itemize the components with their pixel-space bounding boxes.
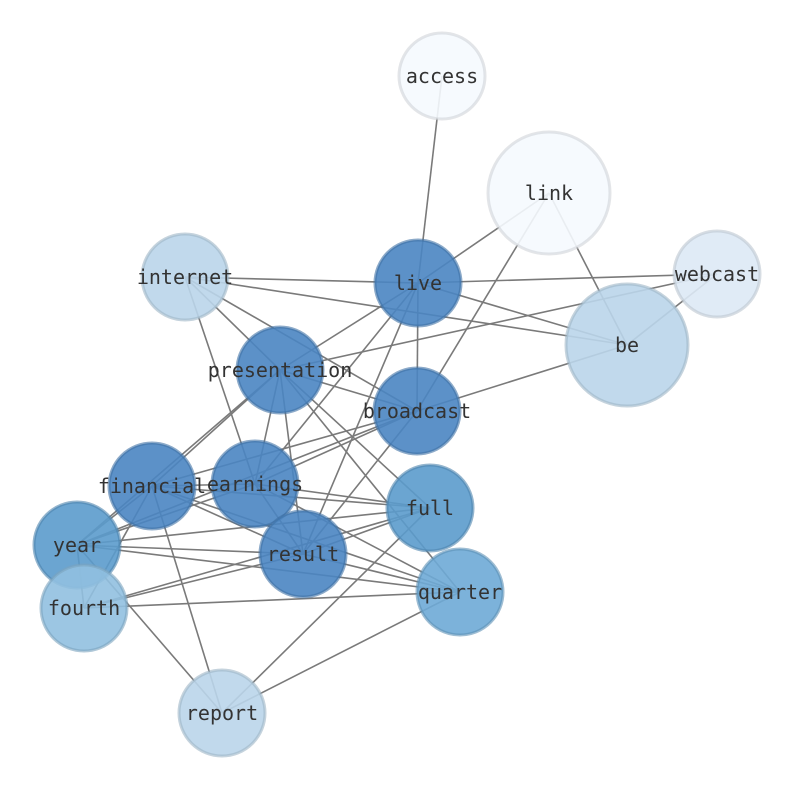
node-label-internet: internet [137, 265, 233, 289]
node-layer: access link webcast internet live be presentat… [32, 31, 762, 758]
node-label-live: live [394, 271, 442, 295]
node-earnings: earnings [207, 439, 303, 529]
edge-full-report [221, 507, 431, 714]
node-label-access: access [406, 64, 478, 88]
node-be: be [564, 282, 690, 408]
node-circle-fourth [39, 563, 129, 653]
node-label-earnings: earnings [207, 472, 303, 496]
node-label-result: result [267, 542, 339, 566]
edge-fourth-quarter [83, 591, 461, 609]
node-webcast: webcast [672, 229, 762, 319]
edge-full-fourth [83, 507, 431, 609]
node-circle-webcast [672, 229, 762, 319]
node-access: access [397, 31, 487, 121]
node-label-financial: financial [98, 474, 206, 498]
node-label-broadcast: broadcast [363, 399, 471, 423]
node-circle-presentation [235, 325, 325, 415]
node-circle-access [397, 31, 487, 121]
edge-presentation-quarter [279, 369, 461, 593]
node-link: link [486, 130, 612, 256]
node-circle-be [564, 282, 690, 408]
node-label-fourth: fourth [48, 596, 120, 620]
node-result: result [258, 509, 348, 599]
node-broadcast: broadcast [363, 366, 471, 456]
node-live: live [373, 238, 463, 328]
node-fourth: fourth [39, 563, 129, 653]
node-circle-earnings [210, 439, 300, 529]
node-report: report [177, 668, 267, 758]
node-label-year: year [53, 533, 101, 557]
node-label-report: report [186, 701, 258, 725]
node-financial: financial [98, 441, 206, 531]
edge-broadcast-financial [151, 410, 418, 487]
node-label-full: full [406, 496, 454, 520]
edge-live-result [302, 282, 419, 555]
node-quarter: quarter [415, 547, 505, 637]
node-circle-live [373, 238, 463, 328]
node-circle-broadcast [372, 366, 462, 456]
node-circle-report [177, 668, 267, 758]
node-circle-result [258, 509, 348, 599]
node-circle-link [486, 130, 612, 256]
node-circle-financial [107, 441, 197, 531]
edge-webcast-live [417, 273, 718, 284]
node-full: full [385, 463, 475, 553]
node-label-quarter: quarter [418, 580, 502, 604]
node-internet: internet [137, 232, 233, 322]
node-label-presentation: presentation [208, 358, 353, 382]
node-label-webcast: webcast [675, 262, 759, 286]
node-circle-full [385, 463, 475, 553]
node-circle-quarter [415, 547, 505, 637]
node-label-be: be [615, 333, 639, 357]
node-presentation: presentation [208, 325, 353, 415]
node-label-link: link [525, 181, 573, 205]
node-circle-internet [140, 232, 230, 322]
